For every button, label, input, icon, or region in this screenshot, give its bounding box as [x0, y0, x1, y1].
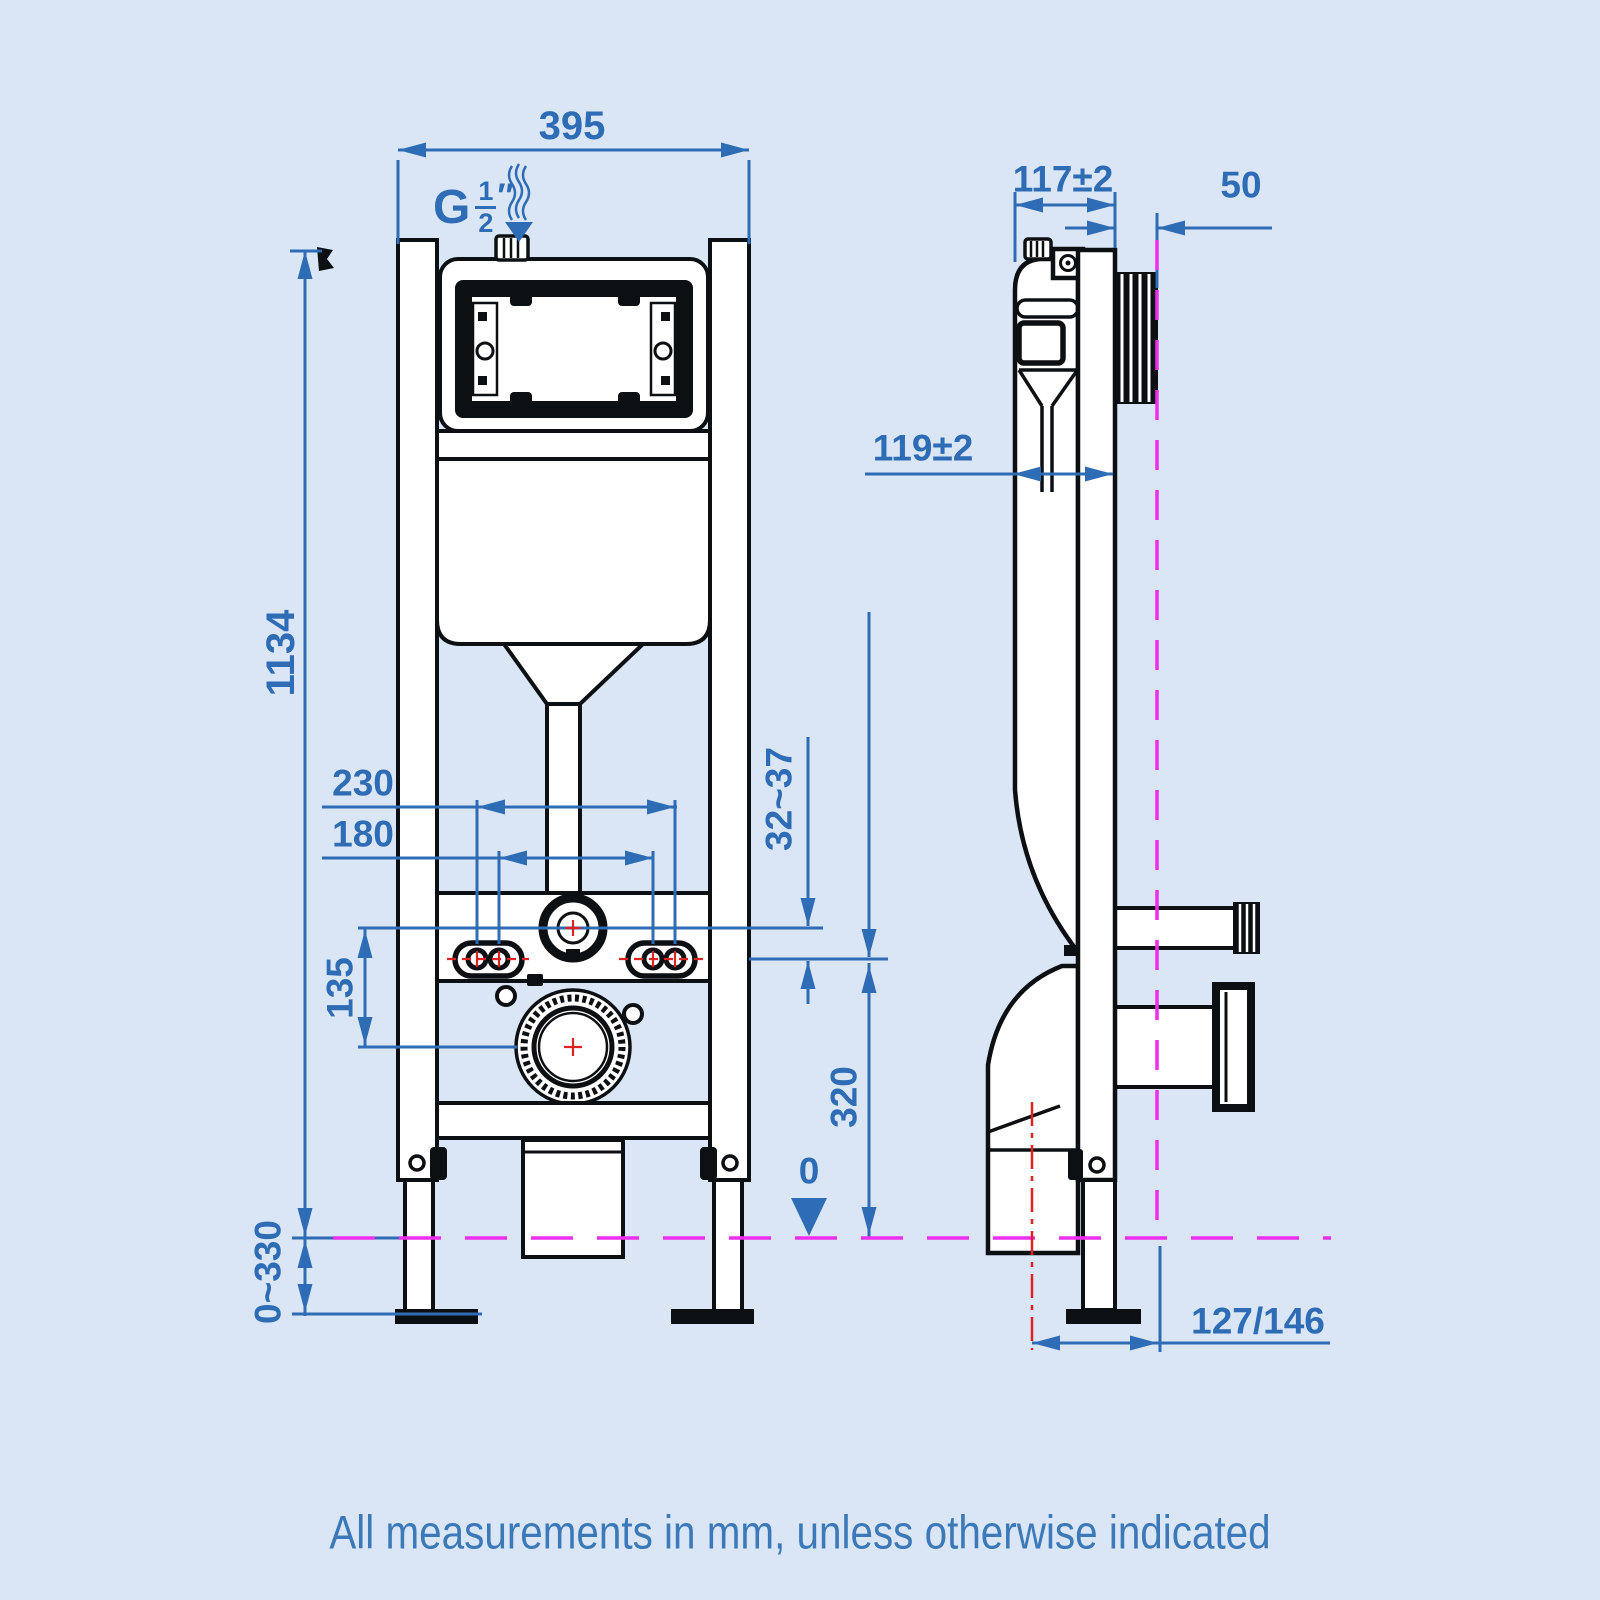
inlet-thread-prime: ″ — [497, 177, 514, 215]
datum-mark — [317, 247, 334, 271]
adjustable-leg — [403, 1178, 435, 1314]
thread-lines — [1120, 274, 1151, 402]
cistern-funnel — [500, 642, 648, 706]
drain-clamp-ear — [495, 985, 517, 1007]
leg-clip — [430, 1147, 447, 1180]
panel-clip — [618, 392, 640, 405]
threaded-wall-sleeve — [1112, 272, 1158, 404]
lower-crossmember — [435, 1101, 712, 1140]
dimension-arrows — [297, 142, 1185, 1351]
front-left-rail — [396, 238, 439, 1182]
dim-drain-height: 320 — [823, 1066, 865, 1128]
side-view — [985, 237, 1260, 1324]
access-panel-opening — [472, 297, 676, 401]
dim-width-top: 395 — [538, 104, 606, 148]
leg-pin-hole — [1088, 1156, 1106, 1174]
dim-flush-to-drain: 135 — [319, 957, 361, 1019]
flush-hole-notch — [566, 949, 580, 957]
drain-clamp-tab — [527, 974, 543, 986]
dim-fixing-outer: 230 — [332, 762, 394, 804]
foot-plate-side — [1066, 1309, 1141, 1324]
front-view — [317, 234, 754, 1324]
inlet-cap-ridges — [1029, 241, 1045, 257]
dimension-lines — [290, 148, 1330, 1352]
drain-clamp-ear — [622, 1003, 644, 1025]
cistern-body — [435, 457, 712, 646]
leg-clip — [700, 1147, 717, 1180]
flush-pipe-side — [1113, 906, 1237, 950]
leg-clip — [1068, 1149, 1083, 1180]
panel-bracket-hole — [475, 341, 495, 361]
foot-plate — [395, 1309, 478, 1324]
dim-top-depth: 117±2 — [1012, 158, 1114, 200]
dim-wall-clearance: 50 — [1220, 164, 1262, 206]
reference-lines — [333, 240, 1331, 1350]
inlet-thread-fraction: 1 2 — [475, 178, 497, 237]
water-flow-squiggle — [507, 163, 531, 221]
leg-pin-hole — [408, 1154, 426, 1172]
hole-center-marks — [447, 920, 705, 1056]
cistern-outlet-tab — [1064, 945, 1080, 956]
cistern-top-fitting-pin — [1065, 260, 1071, 266]
adjustable-leg-side — [1081, 1178, 1117, 1312]
panel-bracket-hole — [653, 341, 673, 361]
flush-pipe-front — [545, 702, 582, 896]
cistern-side — [1012, 256, 1081, 959]
foot-plate — [671, 1309, 754, 1324]
dim-fixing-inner: 180 — [332, 813, 394, 855]
panel-clip — [510, 392, 532, 405]
side-rail — [1075, 247, 1118, 1183]
bracket-detail — [661, 312, 670, 321]
dim-leg-adjustment: 0~330 — [247, 1220, 289, 1324]
front-right-rail — [708, 238, 751, 1182]
adjustable-leg — [712, 1178, 744, 1314]
panel-clip — [618, 293, 640, 306]
dim-frame-height: 1134 — [259, 609, 303, 697]
flush-thread-lines — [1238, 904, 1256, 952]
cistern-internals — [1015, 298, 1080, 492]
bracket-detail — [478, 312, 487, 321]
drain-flange — [1212, 982, 1255, 1112]
floor-zero-marker — [791, 1198, 827, 1236]
panel-clip — [510, 293, 532, 306]
bracket-detail — [661, 376, 670, 385]
dim-body-depth: 119±2 — [872, 427, 974, 469]
bracket-detail — [478, 376, 487, 385]
dim-flush-drop: 32~37 — [758, 747, 800, 851]
water-inlet-arrowhead — [505, 222, 533, 242]
leg-pin-hole — [721, 1154, 739, 1172]
dim-drain-setout: 127/146 — [1191, 1300, 1325, 1342]
dim-floor-zero: 0 — [798, 1150, 820, 1192]
dim-inlet-thread: G 1 2 ″ — [433, 177, 514, 237]
inlet-ridges — [502, 238, 520, 258]
drain-pipe-side — [1113, 1005, 1219, 1089]
inlet-thread-letter: G — [433, 181, 471, 234]
frame-top-crossmember — [435, 429, 712, 461]
measurement-note: All measurements in mm, unless otherwise… — [329, 1505, 1271, 1559]
